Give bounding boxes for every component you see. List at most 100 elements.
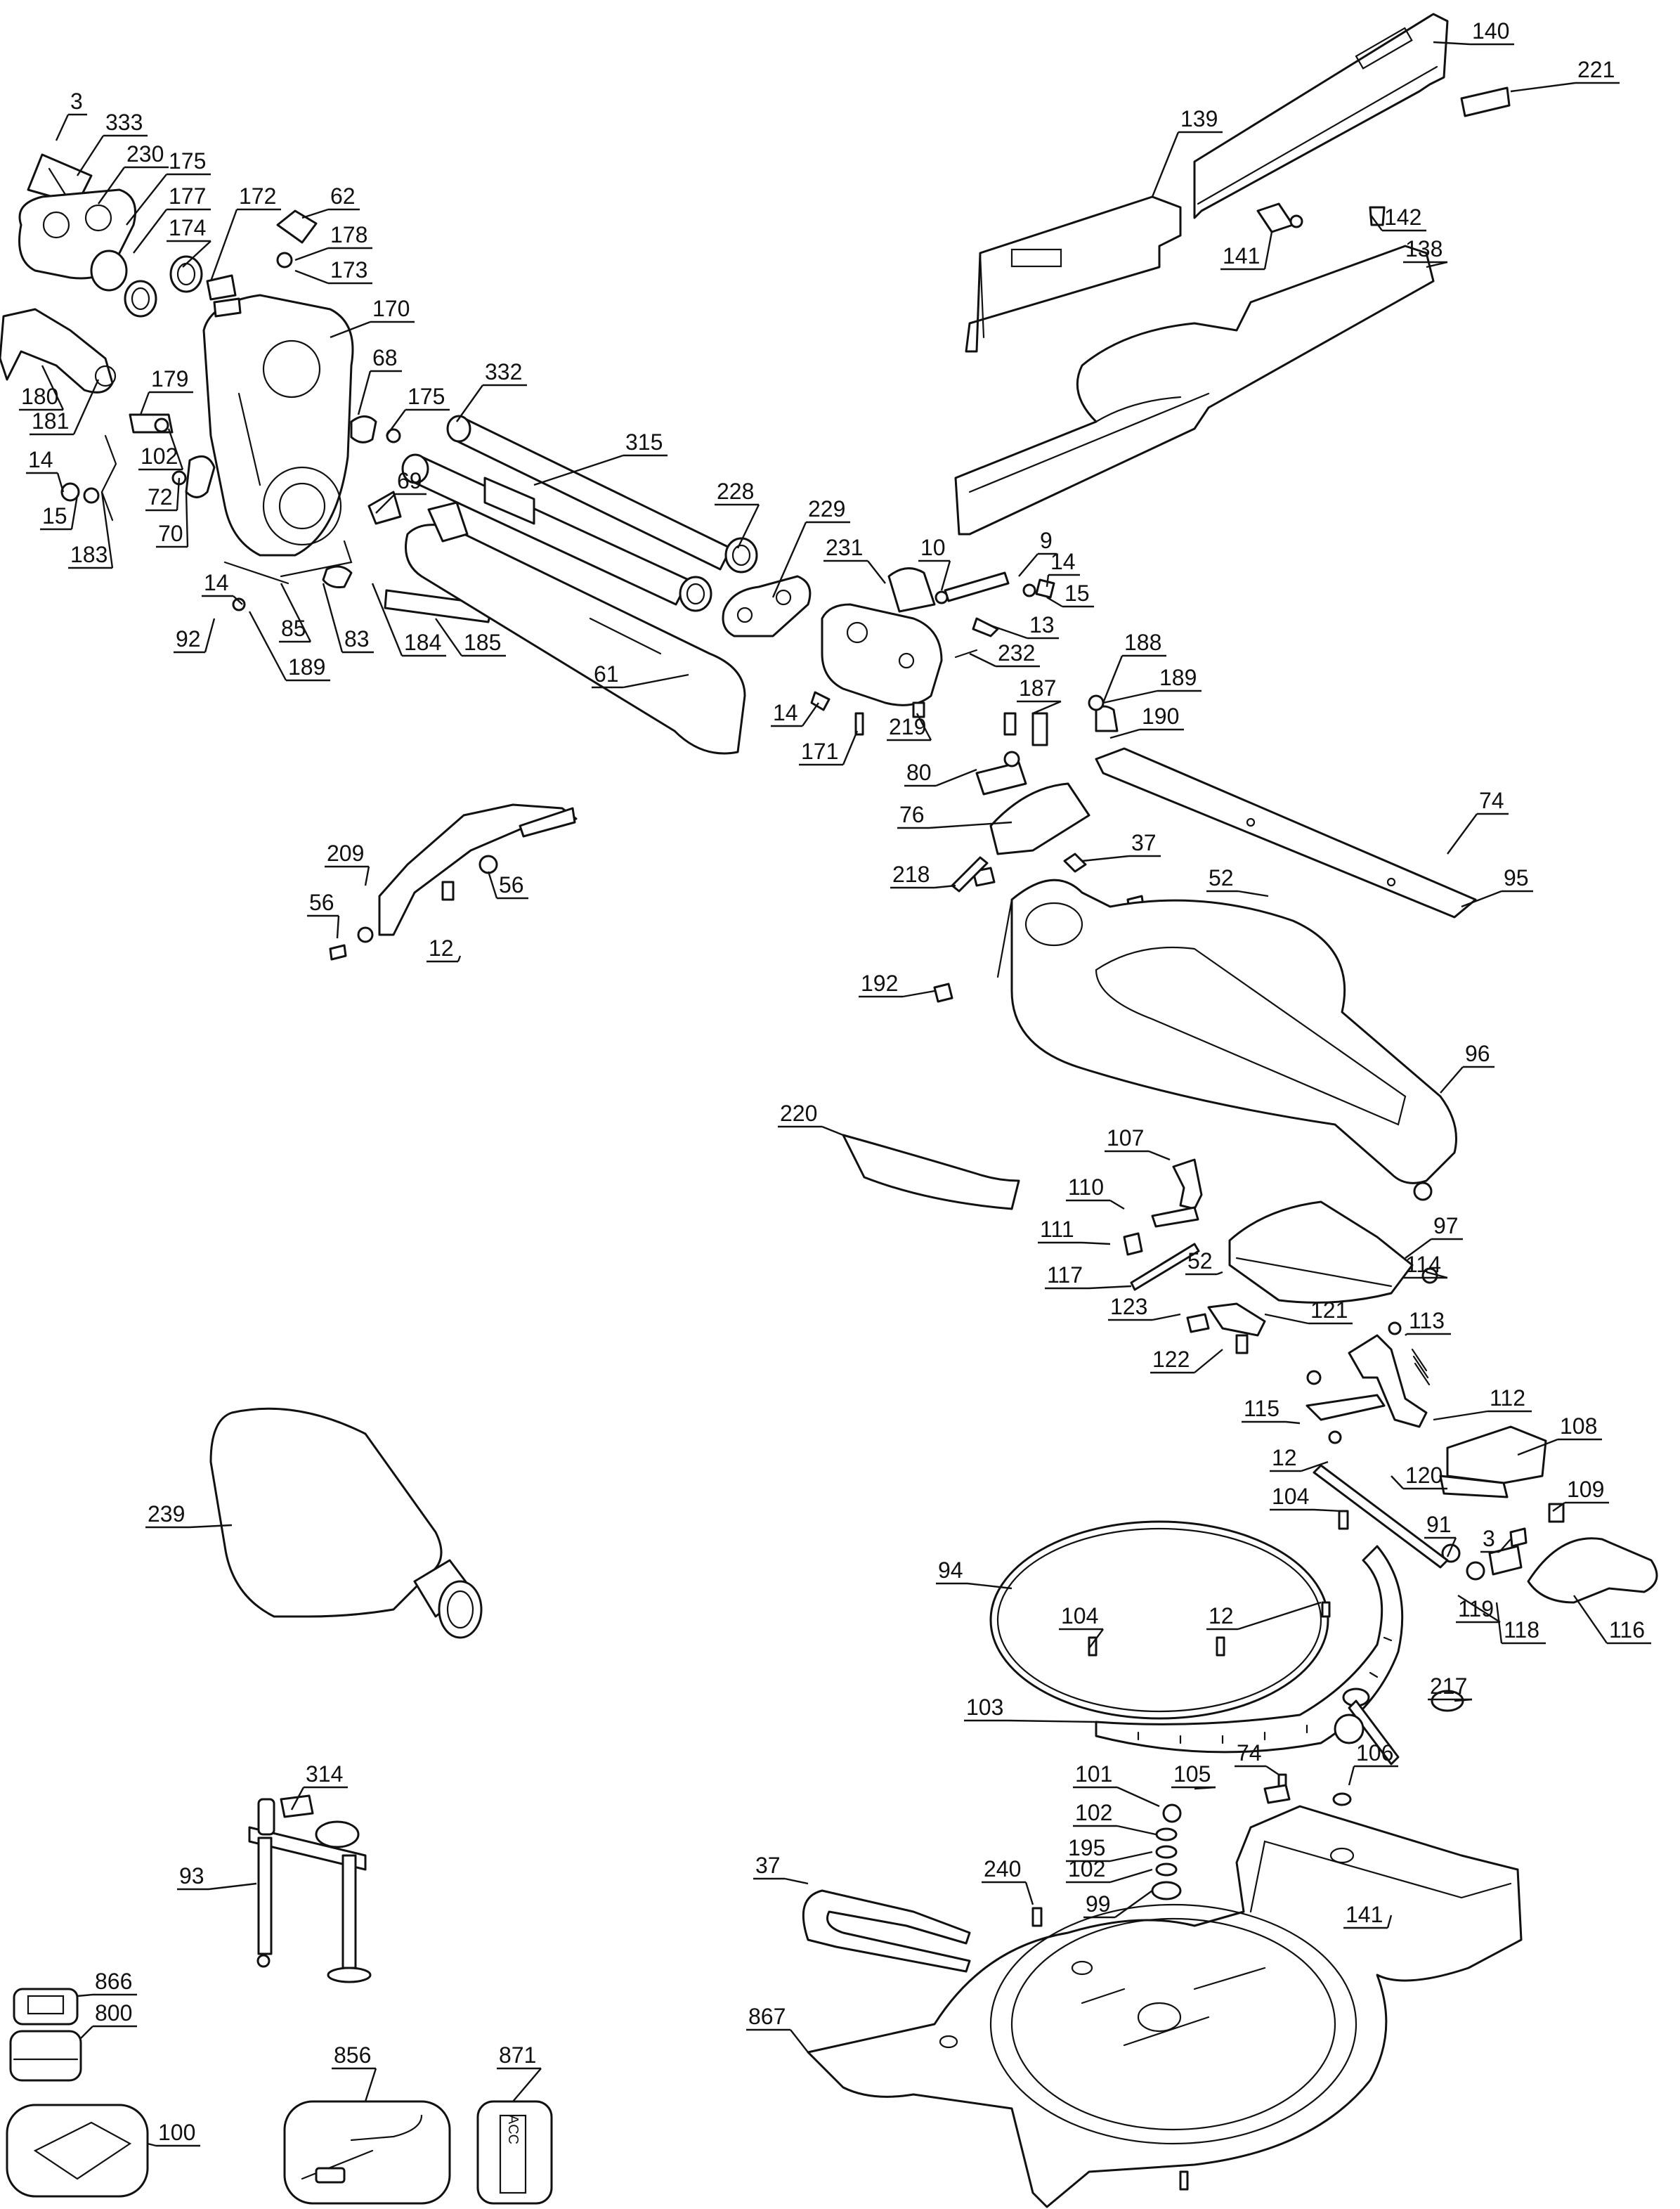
callout-rod-4: 120 (1391, 1463, 1447, 1490)
callout-number: 52 (1209, 865, 1234, 890)
callout-leader-line (176, 477, 181, 511)
callout-spring-3: 114 (1403, 1252, 1448, 1279)
callout-leader-line (1116, 1825, 1157, 1836)
callout-number: 122 (1152, 1347, 1190, 1372)
callout-bolt-2: 181 (30, 379, 100, 436)
callout-cap: 217 (1428, 1673, 1473, 1702)
callout-leader-line (1088, 1628, 1104, 1649)
callout-number: 72 (148, 484, 173, 510)
callout-leader-line (456, 384, 483, 422)
callout-wrench: 314 (290, 1761, 348, 1810)
motor-housing-drawing (202, 294, 354, 578)
callout-screw-11: 52 (1206, 865, 1269, 898)
callout-leader-line (72, 379, 100, 435)
callout-leader-line (1499, 1538, 1511, 1553)
callout-sleeve: 119 (1456, 1594, 1501, 1624)
callout-number: 52 (1187, 1248, 1213, 1274)
callout-leader-line (209, 209, 238, 282)
callout-nut-2: 91 (1424, 1512, 1457, 1557)
callout-number: 14 (28, 447, 53, 472)
callout-ring-band: 94 (936, 1557, 1012, 1590)
callout-pivot-casting: 231 (823, 535, 886, 584)
callout-number: 106 (1356, 1740, 1393, 1766)
callout-number: 12 (1272, 1445, 1297, 1470)
callout-bolt: 171 (799, 730, 859, 766)
latch-drawing (129, 413, 216, 498)
callout-leader-line (364, 866, 370, 886)
bracket-drawing (975, 694, 1119, 796)
callout-number: 219 (889, 714, 926, 739)
callout-number: 800 (95, 2000, 132, 2026)
callout-cover: 76 (897, 802, 1012, 829)
callout-rear-fence-top-bracket: 3 (55, 89, 87, 141)
callout-leader-line (902, 990, 935, 998)
callout-number: 314 (306, 1761, 343, 1787)
callout-number: 333 (105, 110, 143, 135)
callout-leader-line (1301, 1460, 1329, 1472)
callout-label: 221 (1510, 57, 1620, 93)
callout-battery: 866 (77, 1969, 137, 1997)
callout-lever: 85 (279, 583, 312, 643)
callout-number: 10 (920, 535, 946, 560)
callout-number: 140 (1472, 18, 1509, 44)
callout-number: 104 (1061, 1603, 1098, 1628)
callout-plate-2: 115 (1242, 1396, 1301, 1425)
callout-number: 121 (1310, 1297, 1348, 1323)
callout-washer-4: 15 (40, 495, 79, 531)
callout-washer-3: 102 (138, 428, 184, 471)
callout-number: 112 (1490, 1385, 1525, 1411)
handle-drawing (329, 803, 953, 1003)
callout-leader-line (940, 560, 951, 591)
base-drawing (807, 1805, 1523, 2208)
callout-bushing: 228 (715, 479, 760, 549)
callout-number: 183 (70, 542, 108, 567)
callout-leader-line (336, 915, 340, 939)
callout-clamp: 189 (248, 611, 330, 682)
callout-spring-4: 123 (1108, 1294, 1181, 1321)
callout-gasket: 177 (133, 183, 211, 254)
callout-number: 123 (1110, 1294, 1147, 1319)
callout-leader-line (1109, 1868, 1153, 1884)
callout-number: 218 (892, 862, 930, 887)
callout-leader-line (1264, 1313, 1309, 1325)
callout-leader-line (1433, 41, 1471, 46)
callout-leader-line (1446, 1537, 1457, 1557)
callout-screw-9: 37 (1081, 830, 1161, 862)
callout-screw-25: 100 (147, 2120, 200, 2147)
callout-washer-6: 56 (307, 890, 340, 939)
callout-leader-line (357, 370, 372, 415)
callout-leader-line (1457, 1594, 1501, 1624)
callout-leader-line (1405, 1333, 1407, 1336)
callout-number: 177 (169, 183, 206, 209)
callout-number: 102 (1075, 1800, 1112, 1825)
callout-number: 138 (1405, 236, 1443, 261)
callout-number: 229 (808, 496, 845, 522)
callout-handle: 209 (325, 841, 370, 886)
callout-number: 93 (179, 1863, 204, 1889)
callout-number: 141 (1346, 1902, 1383, 1927)
callout-arm: 180 (19, 365, 65, 411)
callout-kerf-plate: 95 (1461, 865, 1533, 908)
callout-leader-line (1426, 1271, 1448, 1279)
callout-screw-6: 92 (174, 618, 216, 654)
callout-number: 14 (1050, 549, 1076, 574)
callout-leader-line (364, 2068, 377, 2102)
callout-leader-line (1517, 1438, 1558, 1456)
callout-leader-line (1216, 1271, 1223, 1276)
callout-number: 15 (42, 503, 67, 529)
callout-leader-line (1263, 231, 1273, 270)
callout-blade-guard-cover: 333 (76, 110, 148, 176)
callout-number: 15 (1064, 581, 1090, 606)
callout-leader-line (208, 1882, 257, 1891)
callout-leader-line (185, 491, 189, 548)
callout-base: 93 (177, 1863, 257, 1891)
callout-number: 70 (158, 521, 183, 546)
callout-leader-line (802, 702, 819, 727)
callout-number: 231 (826, 535, 863, 560)
callout-nut-3: 118 (1495, 1602, 1546, 1645)
callout-rail-tube: 332 (456, 359, 527, 422)
callout-leader-line (133, 209, 167, 254)
callout-left-fence-top: 139 (1151, 106, 1223, 197)
light-module-drawing (283, 2100, 451, 2205)
callout-leader-line (280, 583, 312, 642)
